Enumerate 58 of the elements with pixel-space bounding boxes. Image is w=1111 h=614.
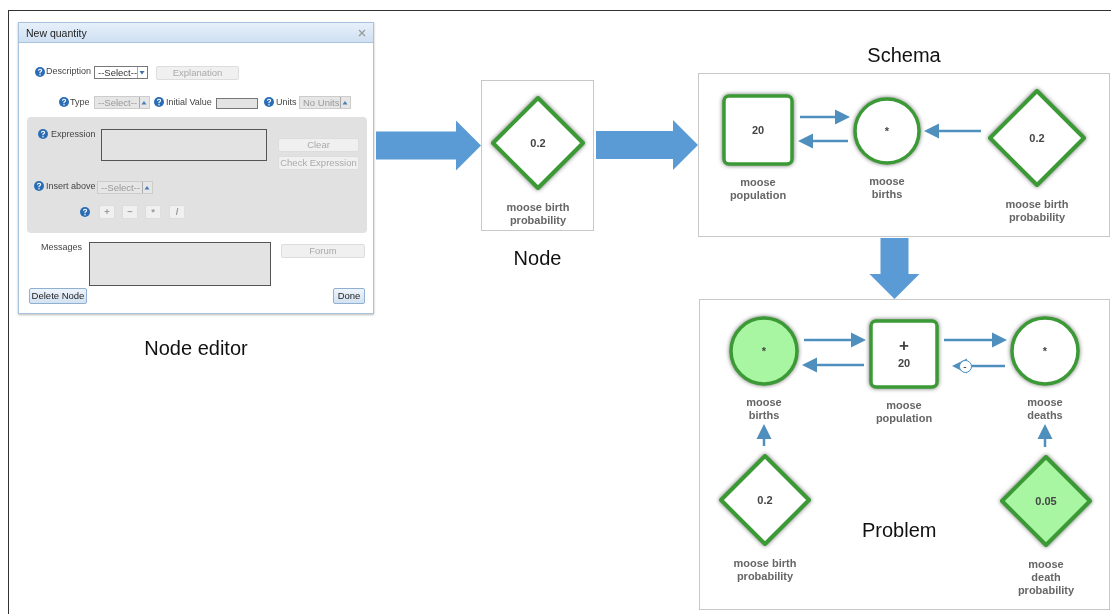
arrow [1037,424,1053,447]
button: Clear [278,138,359,152]
field-label: Description [46,65,92,77]
arrow [798,133,848,149]
button: Check Expression [278,156,359,170]
field-label: Messages [41,241,83,253]
button: Delete Node [29,288,87,304]
button: Explanation [156,66,239,80]
field-label: Insert above [46,180,96,192]
button: / [169,205,185,219]
arrow [800,109,850,125]
arrow [924,123,981,139]
button: − [122,205,138,219]
node-value: 0.2 [1029,131,1045,145]
node-label: moose births [745,396,783,422]
diagram-panel [699,299,1110,610]
node-label: moose population [728,176,788,202]
arrow [802,357,864,373]
node-label: Node editor [144,336,248,360]
field-label: Type [70,96,90,108]
block-arrow [596,120,698,170]
panel-heading: Problem [862,518,937,542]
node-value: 20 [751,123,765,137]
arrow [944,332,1007,348]
node-value: 0.2 [530,136,546,150]
field-label: Initial Value [166,96,212,108]
edge-label: - [958,359,972,373]
node-value: * [884,124,890,138]
button: Forum [281,244,365,258]
node-value: * [761,344,767,358]
node-label: moose birth probability [505,201,571,227]
node-label: moose births [868,175,906,201]
arrow [756,424,772,446]
field-label: Units [276,96,297,108]
panel-heading: Schema [867,43,941,67]
node-value: 20 [897,357,911,370]
button: + [99,205,115,219]
select-dropdown: No Units [299,96,351,109]
node-value: 0.05 [1035,494,1057,508]
node-label: moose death probability [1016,558,1076,597]
button: Done [333,288,365,304]
block-arrow [869,238,920,299]
dialog-title: New quantity [26,27,87,39]
node-label: Node [513,246,562,270]
node-label: moose birth probability [1004,198,1070,224]
arrow [804,332,866,348]
select-dropdown: --Select-- [97,181,153,194]
node-label: moose deaths [1026,396,1064,422]
node-label: moose population [874,399,934,425]
node-value: * [1042,344,1048,358]
field-label: Expression [51,128,96,140]
node-label: moose birth probability [732,557,798,583]
select-dropdown: --Select-- [94,66,148,79]
node-value: 0.2 [757,493,773,507]
operator-symbol: + [899,338,909,353]
select-dropdown: --Select-- [94,96,150,109]
button: * [145,205,161,219]
block-arrow [376,120,481,171]
